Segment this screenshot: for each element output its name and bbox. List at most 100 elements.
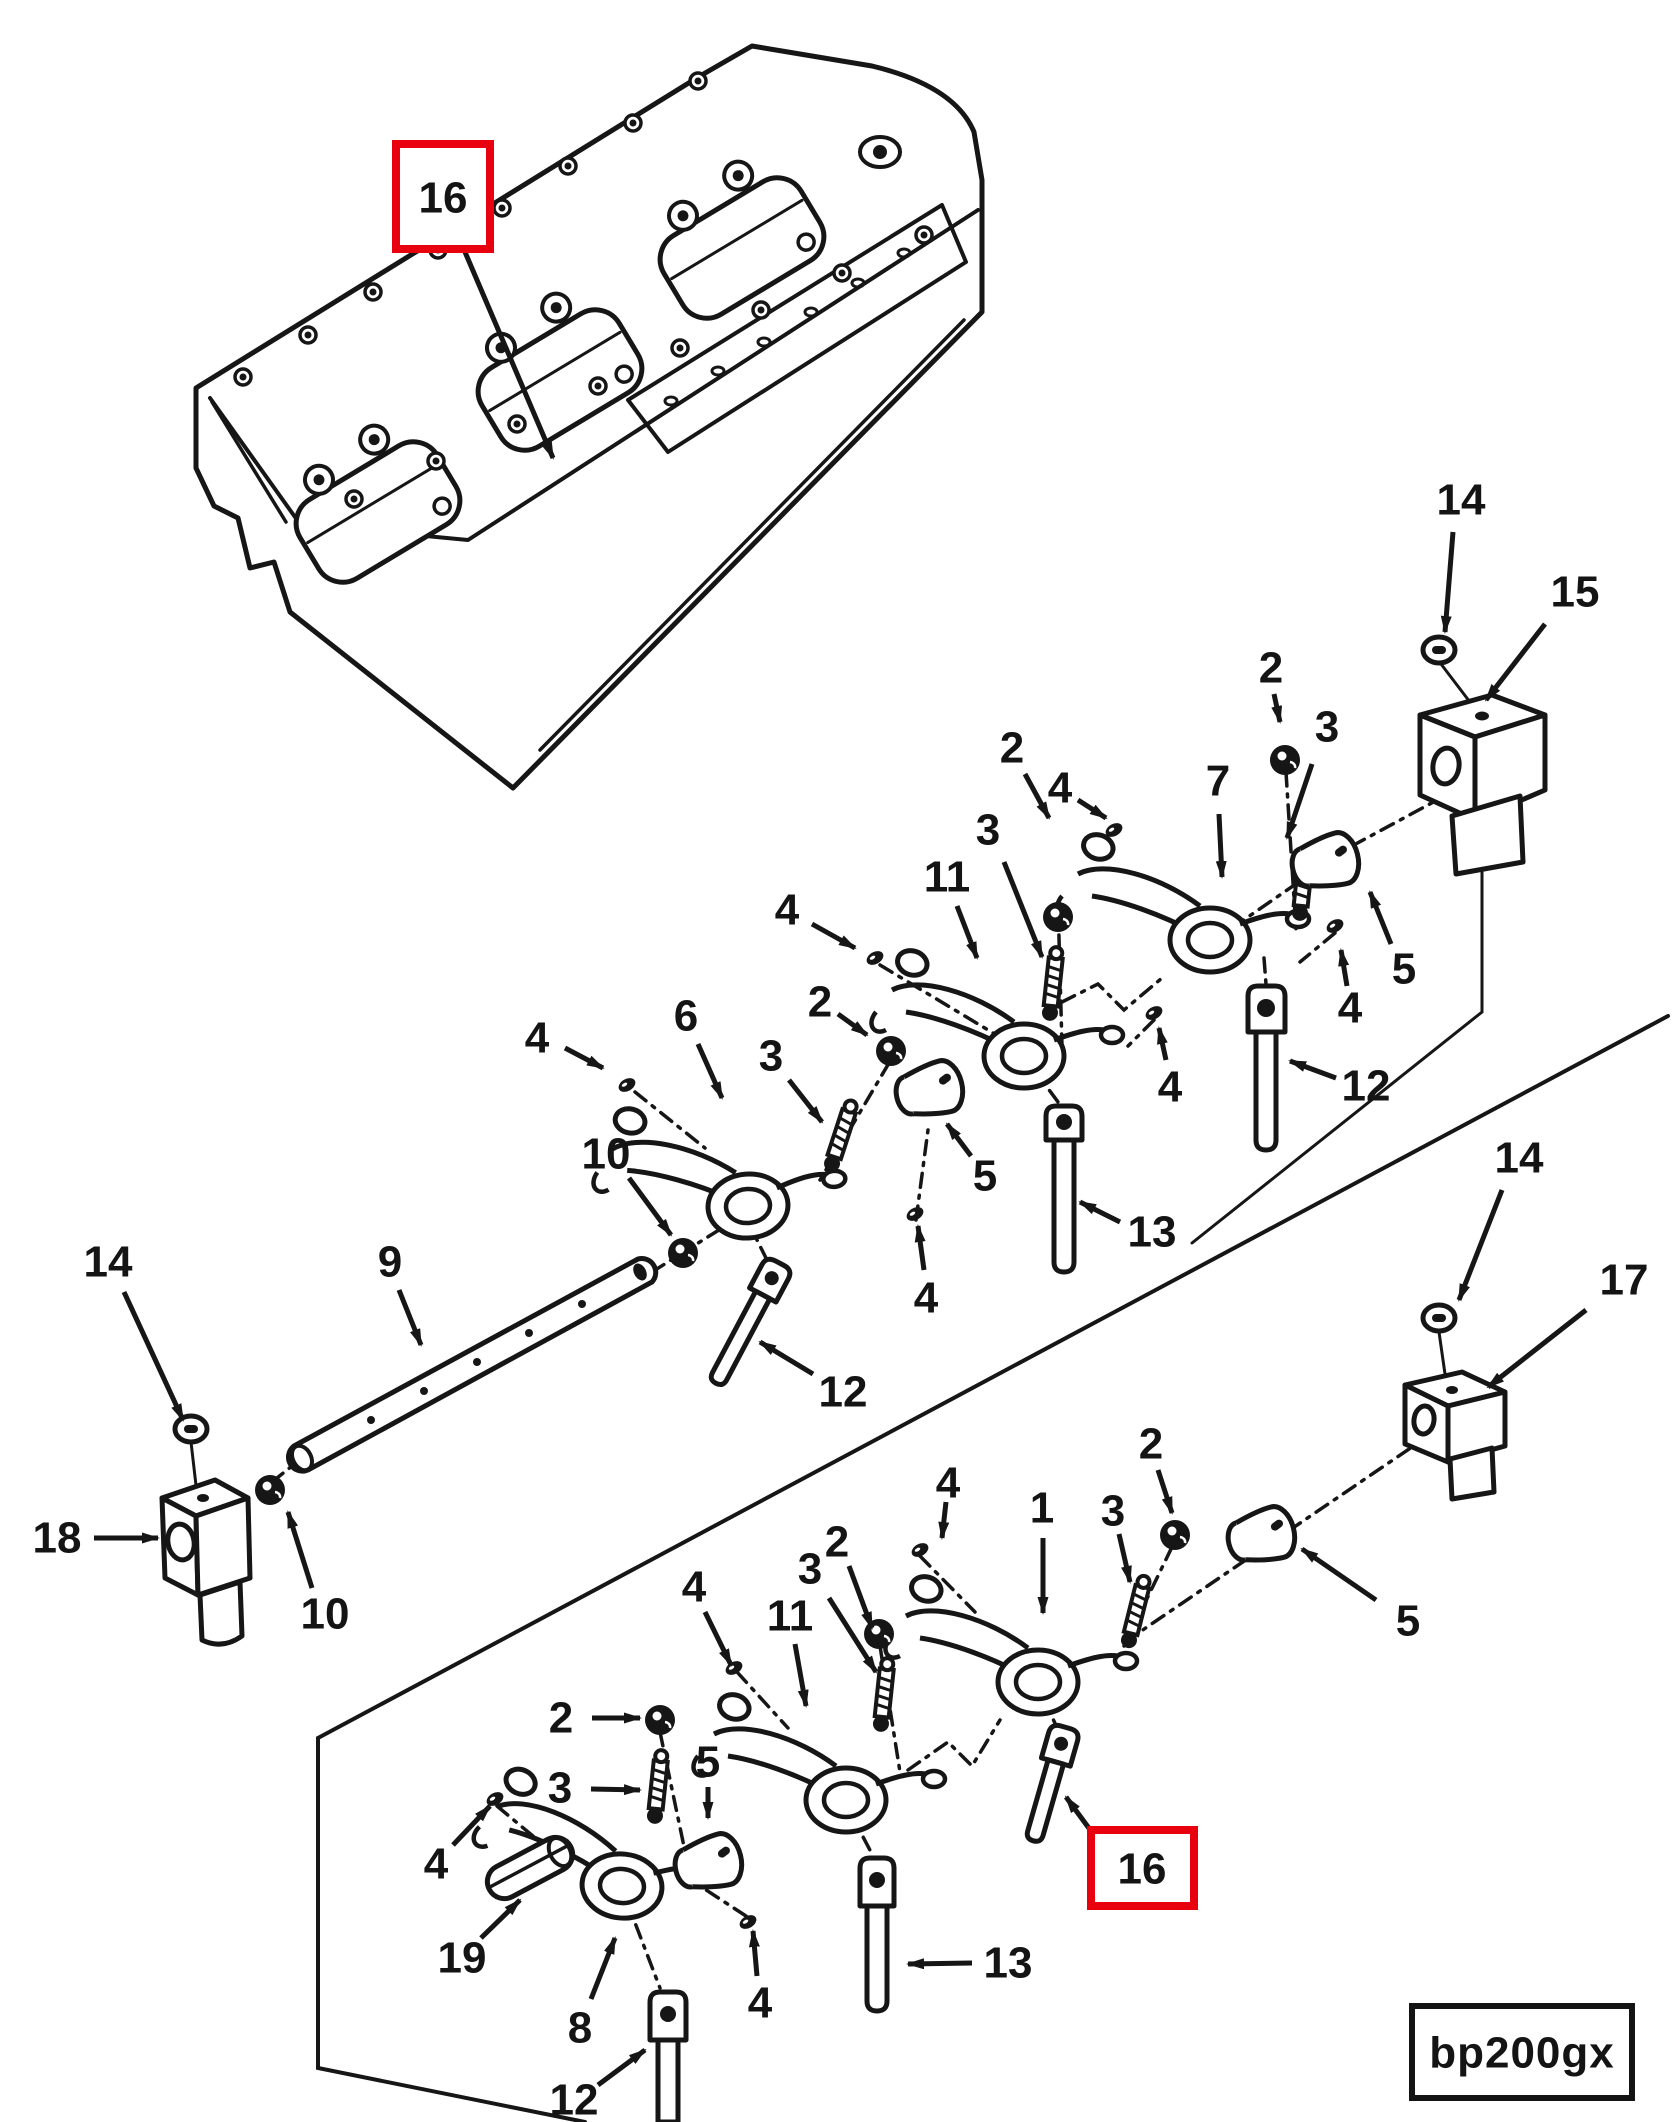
callout-label-17: 17	[1600, 1256, 1649, 1305]
callout-label-12: 12	[550, 2076, 599, 2122]
push-rod-12-bottom	[647, 1989, 689, 2122]
shaft-support-18	[159, 1477, 253, 1647]
panel-outline	[316, 1736, 587, 2122]
callout-label-2: 2	[1259, 644, 1283, 693]
callout-label-7: 7	[1206, 757, 1230, 806]
callout-arrow-4	[938, 1501, 950, 1540]
callout-arrow-19	[479, 1898, 522, 1940]
callout-label-14: 14	[1437, 476, 1486, 525]
push-rod-13-lower	[857, 1855, 897, 2014]
shaft-support-17	[1402, 1369, 1508, 1502]
callout-label-4: 4	[682, 1563, 707, 1612]
ground-line	[316, 1014, 1670, 1740]
callout-label-4: 4	[424, 1840, 449, 1889]
callout-arrow-5	[945, 1122, 973, 1158]
callout-arrow-6	[695, 1042, 725, 1100]
rocker-lever-11-upper	[871, 947, 1123, 1088]
plug-4	[737, 1912, 759, 1932]
callout-label-19: 19	[438, 1934, 487, 1983]
callout-label-4: 4	[914, 1274, 939, 1323]
callout-arrow-17	[1486, 1308, 1588, 1389]
locknut-2	[643, 1703, 677, 1737]
nut-10	[666, 1236, 700, 1270]
rocker-shaft	[286, 1256, 659, 1474]
locknut-2	[874, 1034, 908, 1068]
push-rod-12-left	[708, 1256, 793, 1388]
callout-label-4: 4	[936, 1459, 961, 1508]
callout-label-5: 5	[973, 1152, 997, 1201]
callout-arrow-3	[1284, 763, 1315, 840]
highlight-box-16	[392, 140, 494, 253]
adjusting-screw-3	[644, 1747, 672, 1827]
callout-label-16: 16	[419, 174, 468, 223]
callout-arrow-4	[1156, 1026, 1169, 1061]
nut-10	[253, 1473, 287, 1507]
figure-code-box: bp200gx	[1409, 2003, 1635, 2101]
callout-arrow-3	[1116, 1533, 1133, 1584]
callout-arrow-4	[1338, 948, 1350, 987]
adjusting-screw-3	[819, 1096, 863, 1176]
washer-14	[1423, 1305, 1455, 1331]
callout-label-10: 10	[301, 1590, 350, 1639]
callout-arrow-12	[596, 2047, 647, 2088]
callout-label-14: 14	[1495, 1134, 1544, 1183]
callout-label-5: 5	[1392, 945, 1416, 994]
callout-arrow-16	[462, 251, 556, 460]
callout-arrow-5	[1300, 1546, 1378, 1603]
rocker-lever-1	[885, 1573, 1137, 1714]
callout-label-2: 2	[1139, 1420, 1163, 1469]
callout-arrow-4	[702, 1610, 734, 1667]
callout-label-2: 2	[1000, 724, 1024, 773]
callout-arrow-16	[1063, 1795, 1094, 1833]
callout-arrow-2	[1022, 772, 1052, 820]
callout-arrow-5	[1367, 890, 1394, 945]
callout-label-4: 4	[1158, 1063, 1183, 1112]
callout-label-18: 18	[33, 1514, 82, 1563]
callout-label-16: 16	[1118, 1845, 1167, 1894]
callout-label-15: 15	[1551, 568, 1600, 617]
callout-arrow-4	[914, 1224, 927, 1271]
callout-label-3: 3	[798, 1545, 822, 1594]
callout-arrow-14	[1440, 531, 1456, 634]
callout-label-5: 5	[1396, 1597, 1420, 1646]
callout-label-14: 14	[84, 1238, 133, 1287]
callout-label-9: 9	[378, 1238, 402, 1287]
callout-label-2: 2	[549, 1694, 573, 1743]
callout-label-5: 5	[696, 1738, 720, 1787]
rocker-housing-cover	[193, 43, 985, 791]
push-rod-13-upper	[1043, 1103, 1085, 1275]
pedestal-15-axis-line	[1190, 870, 1484, 1245]
callout-arrow-4	[1076, 797, 1108, 821]
callout-arrow-2	[1155, 1469, 1175, 1515]
callout-arrow-11	[954, 905, 980, 960]
callout-arrow-15	[1484, 622, 1547, 702]
callout-label-13: 13	[984, 1939, 1033, 1988]
callout-arrow-10	[626, 1176, 674, 1237]
callout-arrow-8	[588, 1936, 618, 2000]
locknut-2	[1041, 900, 1075, 934]
callout-label-4: 4	[748, 1979, 773, 2028]
callout-arrow-7	[1215, 813, 1227, 879]
locknut-2	[1158, 1518, 1192, 1552]
callout-arrow-2	[836, 1011, 869, 1038]
wear-pad-19	[484, 1834, 576, 1902]
callout-label-4: 4	[1048, 764, 1073, 813]
bushing-5	[1223, 1503, 1300, 1570]
shaft-support-15	[1417, 692, 1548, 877]
callout-arrow-3	[590, 1784, 642, 1796]
figure-code-label: bp200gx	[1429, 2029, 1615, 2078]
small-hardware	[175, 637, 1455, 1932]
callout-label-12: 12	[819, 1368, 868, 1417]
callout-label-10: 10	[582, 1130, 631, 1179]
callout-label-3: 3	[759, 1032, 783, 1081]
callout-arrow-3	[1001, 861, 1045, 959]
callout-label-3: 3	[1315, 703, 1339, 752]
adjusting-screw-3	[1117, 1572, 1155, 1652]
callout-arrow-4	[810, 921, 857, 951]
callout-label-2: 2	[808, 978, 832, 1027]
callout-arrow-9	[396, 1289, 424, 1347]
washer-14	[1423, 637, 1455, 663]
callout-arrow-14	[1456, 1189, 1505, 1302]
callout-label-3: 3	[976, 806, 1000, 855]
